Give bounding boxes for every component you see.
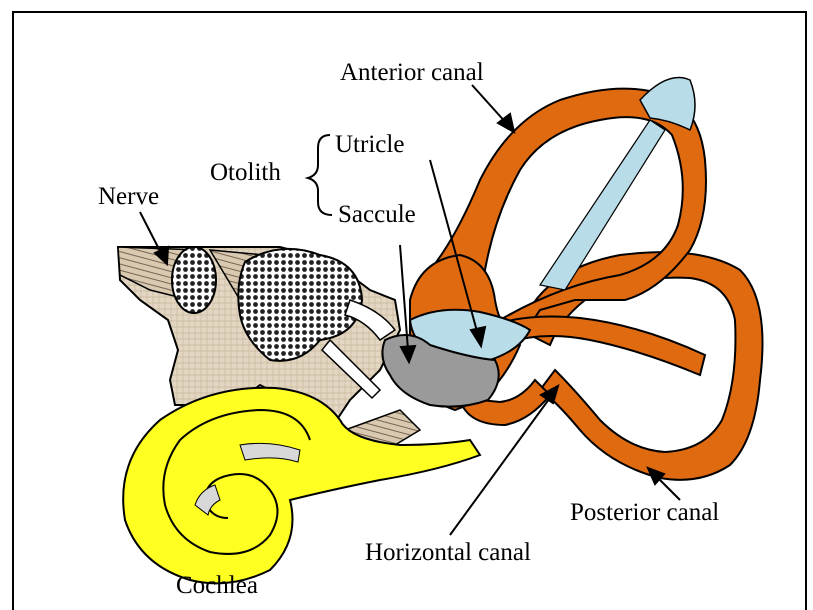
otolith-brace: [308, 135, 332, 215]
label-utricle: Utricle: [335, 131, 404, 158]
label-saccule: Saccule: [338, 201, 416, 228]
label-nerve: Nerve: [98, 183, 159, 210]
nerve-bundle-small: [172, 247, 216, 313]
label-cochlea: Cochlea: [176, 572, 258, 599]
label-anterior-canal: Anterior canal: [340, 59, 484, 86]
label-otolith: Otolith: [210, 159, 281, 186]
label-posterior-canal: Posterior canal: [570, 499, 719, 526]
label-horizontal-canal: Horizontal canal: [365, 539, 531, 566]
